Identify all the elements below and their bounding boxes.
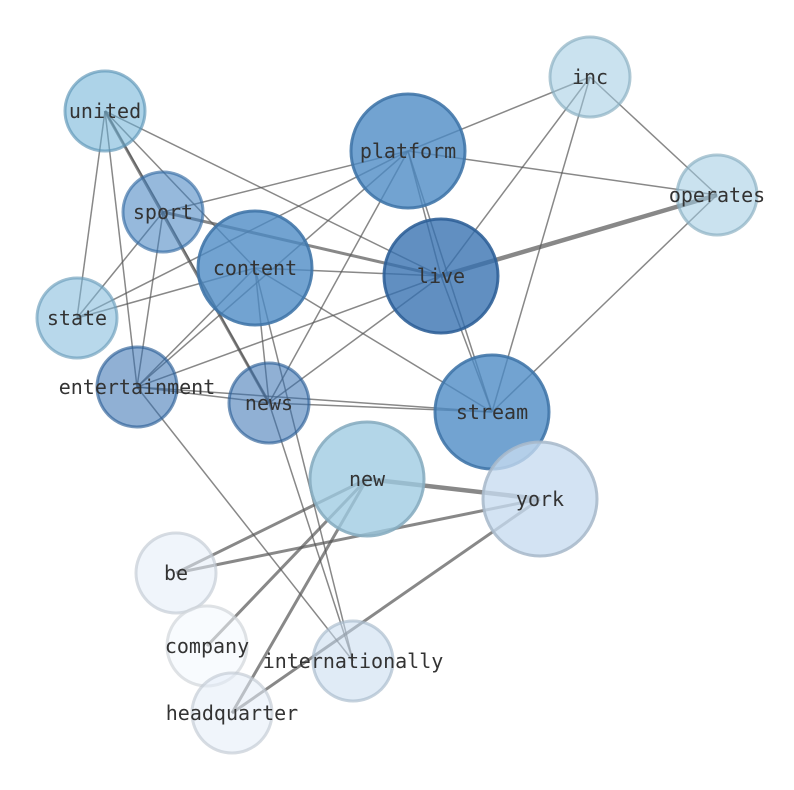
node-label-company: company	[165, 634, 249, 658]
node-label-live: live	[417, 264, 465, 288]
node-headquarter	[190, 671, 274, 755]
node-platform	[349, 92, 467, 210]
node-label-state: state	[47, 306, 107, 330]
node-operates	[675, 153, 759, 237]
edge-york-headquarter	[231, 497, 541, 715]
node-label-united: united	[69, 99, 141, 123]
node-label-platform: platform	[360, 139, 456, 163]
node-label-sport: sport	[133, 200, 193, 224]
nodes-layer	[35, 35, 759, 755]
node-united	[63, 69, 147, 153]
node-content	[196, 209, 314, 327]
node-state	[35, 276, 119, 360]
node-label-stream: stream	[456, 400, 528, 424]
edge-united-entertainment	[104, 110, 138, 388]
node-label-entertainment: entertainment	[59, 375, 216, 399]
node-label-be: be	[164, 561, 188, 585]
node-sport	[121, 170, 205, 254]
node-internationally	[311, 619, 395, 703]
node-label-headquarter: headquarter	[166, 701, 298, 725]
node-york	[481, 440, 599, 558]
edge-entertainment-stream	[136, 386, 493, 413]
node-inc	[548, 35, 632, 119]
node-live	[382, 217, 500, 335]
edge-news-internationally	[268, 402, 354, 662]
labels-layer: united inc platform operates sport content liv…	[47, 65, 765, 725]
node-label-inc: inc	[572, 65, 608, 89]
node-label-news: news	[245, 391, 293, 415]
node-label-content: content	[213, 256, 297, 280]
edge-entertainment-internationally	[136, 386, 354, 662]
node-label-operates: operates	[669, 183, 765, 207]
node-news	[227, 361, 311, 445]
node-label-internationally: internationally	[263, 649, 444, 673]
node-new	[308, 420, 426, 538]
node-label-york: york	[516, 487, 564, 511]
node-label-new: new	[349, 467, 386, 491]
edge-content-internationally	[254, 267, 354, 662]
edge-united-live	[104, 110, 442, 277]
node-be	[134, 531, 218, 615]
node-entertainment	[95, 345, 179, 429]
